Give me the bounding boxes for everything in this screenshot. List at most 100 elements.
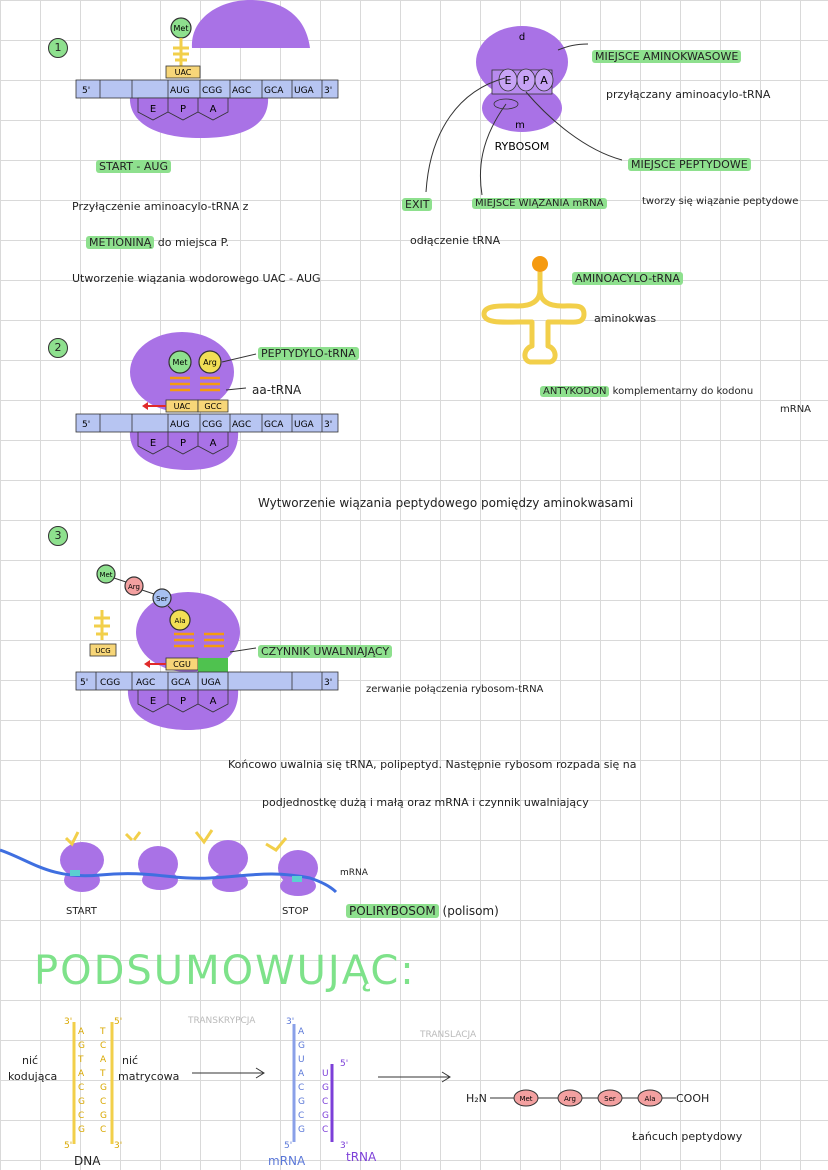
trna-5-top: 5' [340,1059,348,1069]
s2-site-p: P [180,438,186,449]
s2-site-e: E [150,438,156,449]
release-factor [198,658,228,672]
rs-site-p: P [523,74,530,87]
mrna-base: C [298,1083,304,1093]
aa-trna-label: aa-tRNA [252,383,302,397]
polisom-peptides [64,829,288,852]
dna-right-base: C [100,1041,106,1051]
s2-site-a: A [210,438,217,449]
chain-ser: Ser [604,1095,616,1103]
antykodon-mrna: mRNA [780,404,812,415]
trna-amino-ball [532,256,548,272]
mrna-label: mRNA [268,1154,306,1168]
step1-line1: Przyłączenie aminoacylo-tRNA z [72,200,249,213]
nic-matrycowa-1: nić [122,1054,139,1067]
aminoacylo-label: AMINOACYLO-tRNA [572,272,683,285]
miejsce-pept-label: MIEJSCE PEPTYDOWE [628,158,751,171]
s2-anticodon-2: GCC [204,402,222,411]
arrow-1 [192,1067,265,1079]
dna-3-top: 3' [64,1017,72,1027]
s3-codon-4: GCA [171,678,191,688]
dna-right-base: T [99,1069,106,1079]
cooh-label: COOH [676,1092,710,1105]
lancuch-label: Łańcuch peptydowy [632,1130,743,1143]
s3-large-subunit [136,592,240,672]
arrow-pept [525,91,623,161]
s2-arg-label: Arg [203,358,217,367]
step1-diagram: Met UAC 5' AUG CGG AGC GCA UGA 3' E P A [75,0,339,138]
trna-shape [173,38,189,66]
rs-d: d [519,32,525,43]
mrna-base: U [298,1055,305,1065]
polisom-mrna-strand [0,848,338,894]
arrow-mrna [479,103,507,196]
s2-met [168,350,192,374]
step-2-number: 2 [48,338,68,358]
step-3-number: 3 [48,526,68,546]
mrna-base: G [298,1041,305,1051]
dna-left-base: T [77,1055,84,1065]
trna-diagram [481,256,587,365]
mrna-base: G [298,1097,305,1107]
rs-site-e: E [505,74,512,87]
polisom-start: START [66,906,97,917]
dna-5-top: 5' [114,1017,122,1027]
czynnik-label: CZYNNIK UWALNIAJĄCY [258,645,393,658]
tworzy-note: tworzy się wiązanie peptydowe [642,196,799,207]
s3-codon-5: UGA [201,678,222,688]
s2-anticodon-1: UAC [174,402,191,411]
s3-anticodon-0: UCG [95,647,110,655]
dna-3-bottom: 3' [114,1141,122,1151]
anticodon-label: UAC [175,68,192,77]
przylaczany-note: przyłączany aminoacylo-tRNA [606,88,771,101]
dna-left-base: C [78,1111,84,1121]
odlaczenie-note: odłączenie tRNA [410,234,501,247]
polisom-diagram [0,829,338,896]
trna-cloverleaf [481,272,587,365]
trna-3-bottom: 3' [340,1141,348,1151]
arrow-amino [557,43,589,51]
s2-arg [198,350,222,374]
s2-codon-5: UGA [294,420,315,430]
polisom-mrna-label: mRNA [340,868,368,878]
dna-right-base: C [100,1125,106,1135]
codon-2: CGG [202,86,222,96]
s3-ala [169,609,191,631]
mrna-5-end: 5' [82,86,90,96]
trna-base: G [322,1111,329,1121]
s3-arg [124,576,144,596]
s3-met-label: Met [99,571,112,579]
dna-left-base: C [78,1083,84,1093]
mrna-3-top: 3' [286,1017,294,1027]
s3-met [96,564,116,584]
trna-base: G [322,1083,329,1093]
s3-anticodon-3: CGU [173,660,191,669]
s2-codon-1: AUG [170,420,190,430]
ribosom-diagram: E P A d m RYBOSOM [425,26,623,196]
koncowo-line2: podjednostkę dużą i małą oraz mRNA i czy… [262,796,589,809]
exit-label: EXIT [402,198,433,211]
antykodon-note: ANTYKODON komplementarny do kodonu [540,386,753,397]
arrow-exit [425,77,506,193]
peptide-chain: Met Arg Ser Ala [490,1089,676,1107]
s3-site-e: E [150,696,156,707]
rs-site-a: A [540,74,548,87]
s3-ser [152,588,172,608]
s3-codon-3: AGC [136,678,155,688]
polisom-title: POLIRYBOSOM (polisom) [346,904,499,918]
s2-5-end: 5' [82,420,90,430]
miejsce-mrna-label: MIEJSCE WIĄZANIA mRNA [472,198,607,209]
arrow-2 [378,1071,451,1083]
transkrypcja-label: TRANSKRYPCJA [188,1016,256,1026]
dna-right-base: C [100,1097,106,1107]
wytworzenie-note: Wytworzenie wiązania peptydowego pomiędz… [258,496,634,510]
dna-left-base: A [78,1069,85,1079]
step1-line2: METIONINĄ do miejsca P. [86,236,229,249]
step3-diagram: Met Arg Ser Ala UCG CGU 5' CGG AGC GCA U… [75,564,339,730]
site-e: E [150,104,156,115]
dna-right-base: T [99,1027,106,1037]
